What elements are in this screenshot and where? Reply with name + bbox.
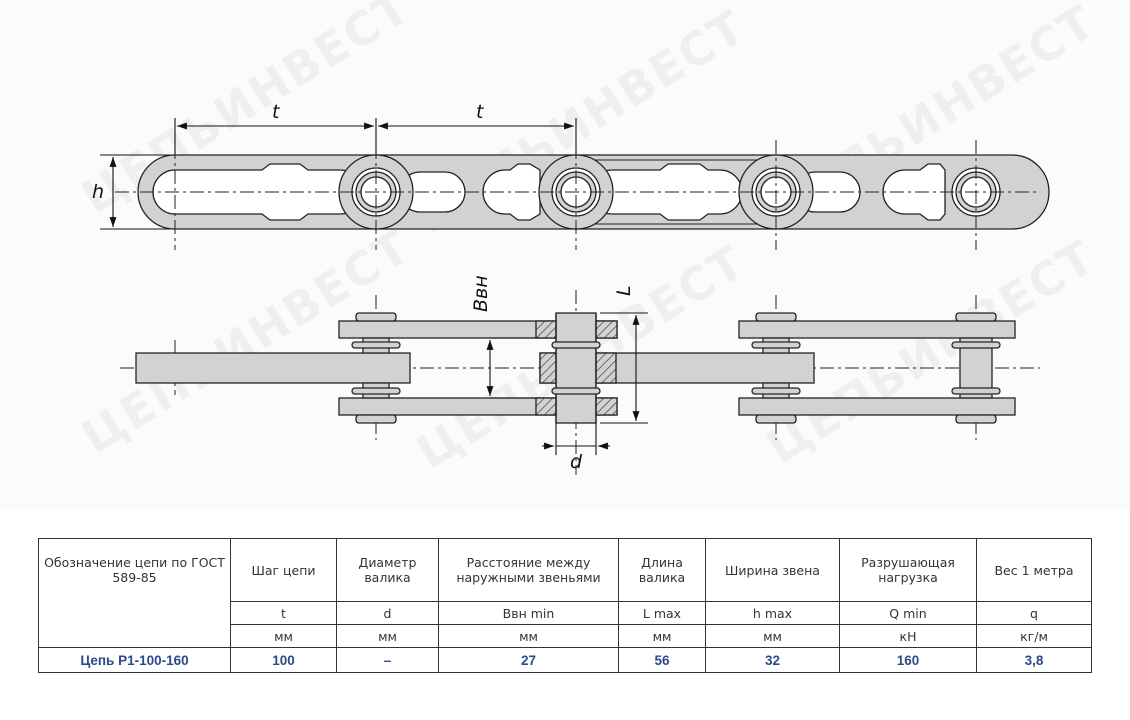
unit-cell: мм bbox=[336, 624, 439, 648]
header-breaking-load: Разрушающая нагрузка bbox=[839, 538, 977, 602]
symbol-cell: q bbox=[976, 601, 1092, 625]
chain-designation: Цепь Р1-100-160 bbox=[38, 647, 231, 673]
table-row: Цепь Р1-100-160 100 – 27 56 32 160 3,8 bbox=[38, 647, 1092, 673]
header-pitch: Шаг цепи bbox=[230, 538, 337, 602]
symbol-cell: d bbox=[336, 601, 439, 625]
pitch-label-left: t bbox=[272, 101, 281, 123]
chain-drawing: ЦЕПЬИНВЕСТ ЦЕПЬИНВЕСТ ЦЕПЬИНВЕСТ ЦЕПЬИНВ… bbox=[72, 0, 1105, 480]
value-cell: 27 bbox=[438, 647, 619, 673]
unit-cell: мм bbox=[438, 624, 619, 648]
pitch-dimension bbox=[174, 118, 577, 155]
symbol-cell: Bвн min bbox=[438, 601, 619, 625]
pin-assembly-3 bbox=[751, 312, 801, 424]
chain-side-view bbox=[120, 290, 1040, 475]
pin-assembly-1 bbox=[351, 312, 401, 424]
value-cell: 100 bbox=[230, 647, 337, 673]
value-cell: 56 bbox=[618, 647, 706, 673]
symbol-row: t d Bвн min L max h max Q min q bbox=[39, 601, 1092, 625]
value-cell: 3,8 bbox=[976, 647, 1092, 673]
unit-cell: мм bbox=[618, 624, 706, 648]
symbol-cell: t bbox=[230, 601, 337, 625]
unit-cell: кН bbox=[839, 624, 977, 648]
unit-cell: кг/м bbox=[976, 624, 1092, 648]
pitch-label-right: t bbox=[476, 101, 485, 123]
height-label: h bbox=[92, 181, 104, 203]
header-row: Обозначение цепи по ГОСТ 589-85 Шаг цепи… bbox=[38, 538, 1092, 648]
header-pin-diameter: Диаметр валика bbox=[336, 538, 439, 602]
watermark-text-6: ЦЕПЬИНВЕСТ bbox=[757, 229, 1105, 474]
top-centerlines bbox=[115, 120, 1040, 250]
header-pin-length: Длина валика bbox=[618, 538, 706, 602]
symbol-cell: Q min bbox=[839, 601, 977, 625]
pin-assembly-4 bbox=[951, 312, 1001, 424]
inner-width-dimension bbox=[486, 337, 540, 399]
symbol-cell: h max bbox=[705, 601, 840, 625]
pin-length-label: L bbox=[613, 285, 635, 296]
symbol-cell: L max bbox=[618, 601, 706, 625]
pin-length-dimension bbox=[600, 312, 648, 424]
header-link-height: Ширина звена bbox=[705, 538, 840, 602]
value-cell: 32 bbox=[705, 647, 840, 673]
header-inner-width: Расстояние между наружными звеньями bbox=[438, 538, 619, 602]
unit-cell: мм bbox=[230, 624, 337, 648]
value-cell: 160 bbox=[839, 647, 977, 673]
pin-diameter-dimension bbox=[542, 423, 610, 455]
pin-diameter-label: d bbox=[570, 451, 583, 473]
unit-cell: мм bbox=[705, 624, 840, 648]
pin-assembly-section bbox=[535, 312, 618, 424]
spec-table: Обозначение цепи по ГОСТ 589-85 Шаг цепи… bbox=[38, 538, 1092, 673]
value-cell: – bbox=[336, 647, 439, 673]
inner-width-label: Bвн bbox=[470, 275, 492, 312]
header-designation: Обозначение цепи по ГОСТ 589-85 bbox=[38, 538, 231, 648]
unit-row: мм мм мм мм мм кН кг/м bbox=[39, 624, 1092, 648]
header-weight: Вес 1 метра bbox=[976, 538, 1092, 602]
height-dimension bbox=[100, 154, 170, 230]
